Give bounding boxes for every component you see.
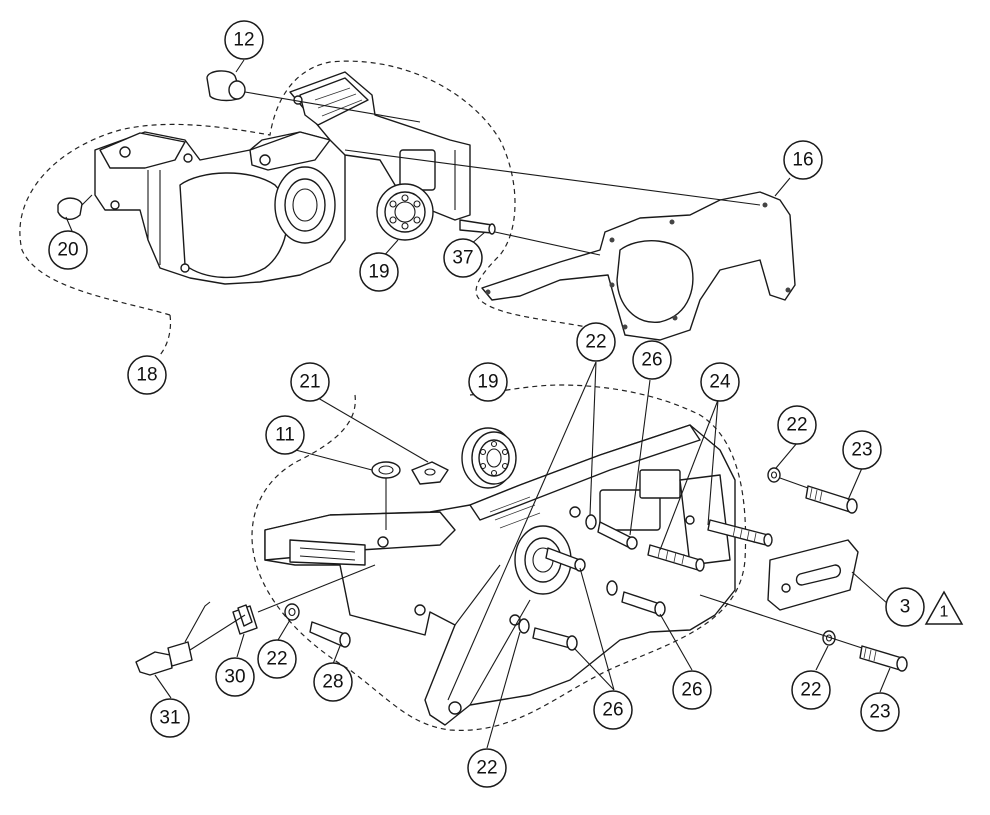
- bearing-upper-19: [376, 183, 434, 241]
- callout-22-lower-right: 22: [791, 670, 831, 710]
- lower-group-dashed-outline: [251, 384, 747, 731]
- svg-text:28: 28: [322, 672, 343, 693]
- svg-text:26: 26: [602, 700, 623, 721]
- screw-lower-right-23: [699, 594, 908, 672]
- svg-text:23: 23: [869, 702, 890, 723]
- plug-part-12: [206, 70, 421, 123]
- warning-triangle-label: 1: [940, 604, 949, 621]
- leader-lines: [65, 59, 891, 749]
- callout-26-bottom-center: 26: [593, 690, 633, 730]
- lower-crankcase: [264, 424, 736, 726]
- svg-text:22: 22: [786, 415, 807, 436]
- washers-center-22: [518, 514, 618, 634]
- spacer-part-30: [232, 604, 258, 635]
- svg-text:24: 24: [709, 372, 731, 393]
- svg-text:30: 30: [224, 667, 245, 688]
- svg-text:22: 22: [476, 758, 497, 779]
- callout-22-upper-right: 22: [777, 405, 817, 445]
- svg-text:19: 19: [368, 262, 389, 283]
- callout-28: 28: [313, 662, 353, 702]
- svg-text:16: 16: [792, 150, 813, 171]
- screws-part-26: [532, 521, 666, 651]
- callout-19-upper: 19: [359, 252, 399, 292]
- damper-part-21: [411, 461, 449, 485]
- washer-left-22: [284, 603, 300, 621]
- screw-part-28: [309, 621, 351, 648]
- callout-23-lower-right: 23: [860, 692, 900, 732]
- svg-text:22: 22: [585, 332, 606, 353]
- callout-37: 37: [443, 238, 483, 278]
- callout-20: 20: [48, 230, 88, 270]
- svg-text:18: 18: [136, 365, 157, 386]
- callout-16: 16: [783, 140, 823, 180]
- svg-text:3: 3: [900, 597, 911, 618]
- bearing-lower-19: [461, 427, 517, 489]
- callout-26-top: 26: [632, 340, 672, 380]
- cap-part-20: [57, 194, 93, 220]
- bracket-part-3: [767, 539, 859, 611]
- svg-text:19: 19: [477, 372, 498, 393]
- callout-3: 3: [885, 587, 925, 627]
- svg-text:26: 26: [641, 350, 662, 371]
- callout-22-top: 22: [576, 322, 616, 362]
- upper-crankcase-right: [289, 71, 471, 221]
- svg-text:22: 22: [266, 649, 287, 670]
- svg-text:20: 20: [57, 240, 78, 261]
- dowel-pin-37: [459, 219, 496, 235]
- washer-upper-right-22: [767, 467, 781, 483]
- grommet-part-11: [371, 461, 401, 530]
- svg-text:22: 22: [800, 680, 821, 701]
- callout-21: 21: [290, 362, 330, 402]
- callout-12: 12: [224, 20, 264, 60]
- studs-part-24: [647, 519, 773, 572]
- handle-part-31: [135, 564, 376, 676]
- callout-19-lower: 19: [468, 362, 508, 402]
- callout-18: 18: [127, 355, 167, 395]
- svg-text:37: 37: [452, 248, 473, 269]
- svg-text:23: 23: [851, 440, 872, 461]
- callout-30: 30: [215, 657, 255, 697]
- callout-31: 31: [150, 698, 190, 738]
- svg-text:21: 21: [299, 372, 320, 393]
- gasket-part-16: [344, 149, 796, 341]
- svg-text:11: 11: [275, 425, 295, 446]
- warning-triangle-icon: 1: [924, 590, 964, 625]
- svg-text:31: 31: [159, 708, 180, 729]
- svg-text:12: 12: [233, 30, 254, 51]
- screw-upper-right-23: [779, 477, 858, 514]
- callout-11: 11: [265, 415, 305, 455]
- callout-22-bottom: 22: [467, 748, 507, 788]
- upper-crankcase: [94, 131, 346, 285]
- upper-group-dashed-leader: [159, 314, 172, 356]
- callout-26-bottom-right: 26: [672, 670, 712, 710]
- upper-group-dashed-outline: [19, 60, 601, 331]
- callout-22-left: 22: [257, 639, 297, 679]
- svg-text:26: 26: [681, 680, 702, 701]
- callout-24: 24: [700, 362, 740, 402]
- callout-23-upper-right: 23: [842, 430, 882, 470]
